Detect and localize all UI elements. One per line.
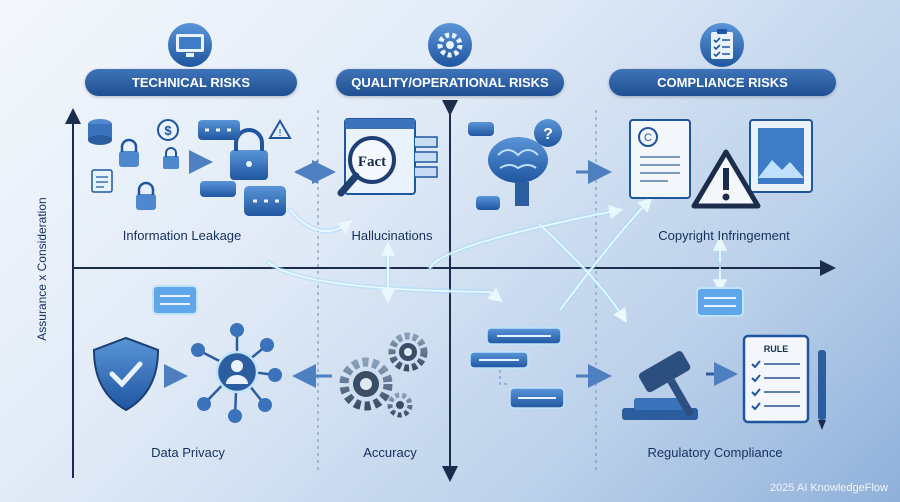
- chat-flow-illustration: [469, 327, 565, 409]
- rule-book-icon: RULE: [742, 334, 810, 424]
- copyright-illustration: C: [629, 119, 813, 209]
- chat-bubble-icon: [152, 285, 198, 315]
- label-information-leakage: Information Leakage: [122, 228, 242, 243]
- document-icon: [91, 169, 113, 193]
- shield-icon: [92, 336, 160, 412]
- data-privacy-illustration: [92, 285, 282, 423]
- padlock-icon-small: [136, 181, 156, 210]
- padlock-icon-small: [119, 138, 139, 167]
- hallucinations-illustration: Fact: [337, 118, 438, 197]
- padlock-icon-large: [230, 128, 268, 180]
- warning-triangle-icon: [691, 149, 761, 209]
- footer-credit: 2025 AI KnowledgeFlow: [769, 482, 888, 494]
- flow-arrows: [164, 150, 612, 388]
- header-technical-risks: TECHNICAL RISKS: [85, 69, 297, 96]
- question-bubble-icon: ?: [534, 119, 562, 147]
- y-axis-label: Assurance x Consideration: [35, 197, 49, 341]
- gears-illustration: [339, 332, 428, 418]
- gavel-icon: [622, 351, 698, 420]
- network-user-icon: [191, 323, 282, 423]
- information-leakage-illustration: $ !: [88, 119, 292, 216]
- monitor-icon: [168, 23, 212, 67]
- padlock-icon-small: [163, 147, 179, 169]
- label-copyright-infringement: Copyright Infringement: [658, 228, 790, 243]
- warning-icon: !: [268, 119, 292, 139]
- fact-label: Fact: [358, 154, 386, 170]
- brain-illustration: ?: [468, 119, 562, 210]
- image-frame-icon: [749, 119, 813, 193]
- label-accuracy: Accuracy: [363, 445, 417, 460]
- svg-text:$: $: [164, 123, 172, 138]
- header-quality-risks: QUALITY/OPERATIONAL RISKS: [336, 69, 564, 96]
- label-hallucinations: Hallucinations: [351, 228, 433, 243]
- magnifier-icon: [337, 136, 396, 197]
- axes: [65, 100, 836, 482]
- label-data-privacy: Data Privacy: [151, 445, 225, 460]
- chat-bubble-icon: [198, 120, 286, 216]
- pen-icon: [818, 350, 826, 430]
- rule-label: RULE: [764, 344, 789, 354]
- header-compliance-risks: COMPLIANCE RISKS: [609, 69, 836, 96]
- svg-text:C: C: [644, 132, 652, 144]
- label-regulatory-compliance: Regulatory Compliance: [647, 445, 783, 460]
- svg-text:!: !: [279, 128, 282, 139]
- connection-lines: [265, 197, 728, 324]
- dollar-icon: $: [157, 119, 179, 141]
- chat-bubble-icon: [696, 287, 744, 317]
- gear-icon: [428, 23, 472, 67]
- database-icon: [88, 119, 112, 145]
- regulatory-illustration: RULE: [622, 287, 826, 430]
- question-mark-label: ?: [543, 126, 553, 143]
- clipboard-icon: [700, 23, 744, 67]
